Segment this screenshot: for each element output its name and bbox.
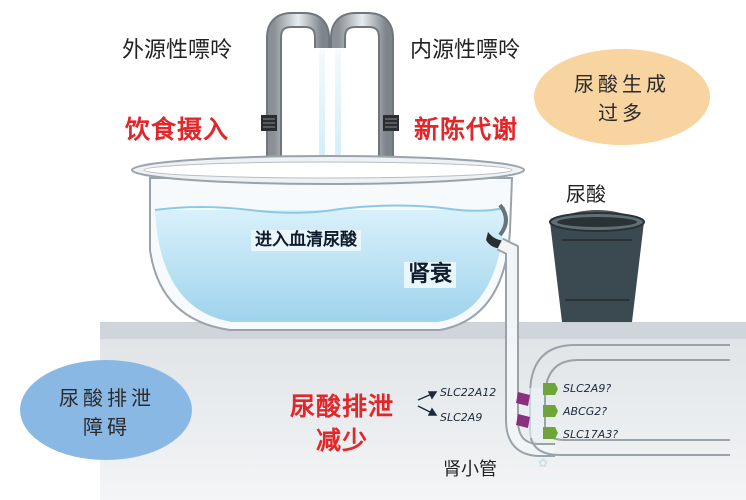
water xyxy=(155,210,505,322)
overproduction-line2: 过多 xyxy=(598,101,646,125)
transport-arrows xyxy=(417,391,438,416)
reabsorption-transporter-1: SLC22A12 xyxy=(440,386,497,399)
secretion-transporter-1: SLC2A9? xyxy=(563,382,612,395)
overproduction-blob xyxy=(534,49,710,145)
endogenous-purine-label: 内源性嘌呤 xyxy=(410,38,521,63)
watermark: ✿ xyxy=(538,456,548,470)
secretion-transporter-2: ABCG2? xyxy=(563,405,608,418)
renal-failure-label: 肾衰 xyxy=(404,262,457,288)
excretion-disorder-line1: 尿酸排泄 xyxy=(59,386,155,410)
metabolism-label: 新陈代谢 xyxy=(414,115,519,144)
excretion-reduced-line2: 减少 xyxy=(315,425,368,455)
reabsorption-transporter-2: SLC2A9 xyxy=(440,411,483,424)
excretion-disorder-blob xyxy=(20,360,192,460)
exogenous-purine-label: 外源性嘌呤 xyxy=(122,38,233,63)
excretion-disorder-line2: 障碍 xyxy=(83,415,131,439)
reabsorption-transporters xyxy=(516,392,530,428)
bucket xyxy=(549,210,645,322)
floor xyxy=(100,322,746,500)
renal-tubule-label: 肾小管 xyxy=(443,459,497,480)
excretion-reduced-line1: 尿酸排泄 xyxy=(289,392,394,421)
dietary-intake-label: 饮食摄入 xyxy=(125,115,230,144)
enter-serum-label: 进入血清尿酸 xyxy=(251,230,361,251)
excretion-disorder-text: 尿酸排泄 障碍 xyxy=(44,384,170,442)
excretion-reduced-text: 尿酸排泄 减少 xyxy=(281,390,403,458)
water-streams xyxy=(319,50,341,210)
overproduction-line1: 尿酸生成 xyxy=(574,72,670,96)
overproduction-text: 尿酸生成 过多 xyxy=(560,70,684,128)
renal-tubule-shape xyxy=(528,344,730,456)
secretion-transporter-3: SLC17A3? xyxy=(563,428,619,441)
bathtub xyxy=(131,155,525,331)
uric-acid-bucket-label: 尿酸 xyxy=(566,182,606,206)
left-faucet xyxy=(261,12,330,172)
secretion-transporters xyxy=(543,383,558,439)
right-faucet xyxy=(330,12,399,172)
